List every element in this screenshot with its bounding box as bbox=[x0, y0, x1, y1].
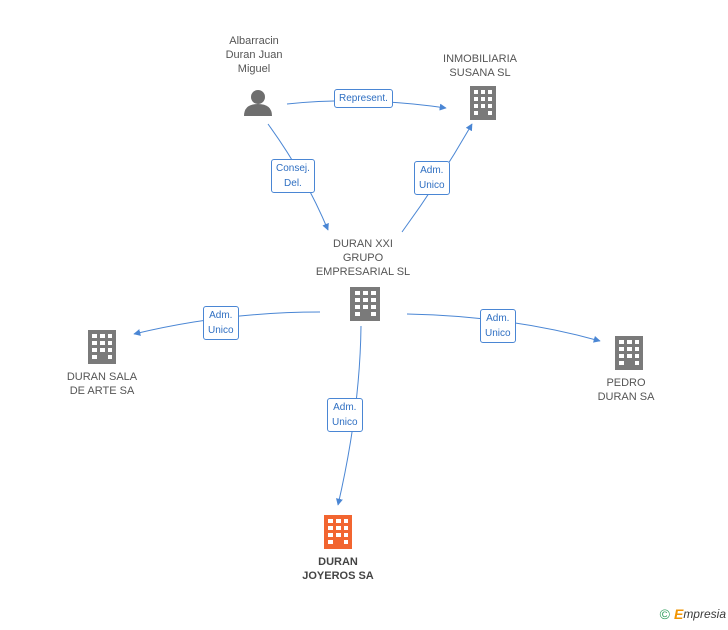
footer-brand[interactable]: © E mpresia bbox=[660, 606, 726, 622]
building-icon[interactable] bbox=[615, 336, 643, 370]
edge-label-adm-pedro: Adm. Unico bbox=[480, 309, 516, 343]
edge-label-adm-sala: Adm. Unico bbox=[203, 306, 239, 340]
copyright-icon: © bbox=[659, 606, 670, 622]
node-label-pedro[interactable]: PEDRO DURAN SA bbox=[597, 377, 655, 403]
building-icon[interactable] bbox=[88, 330, 116, 364]
node-label-inmobiliaria[interactable]: INMOBILIARIA SUSANA SL bbox=[443, 53, 517, 79]
node-label-grupo[interactable]: DURAN XXI GRUPO EMPRESARIAL SL bbox=[315, 238, 411, 278]
node-label-person[interactable]: Albarracin Duran Juan Miguel bbox=[225, 35, 283, 75]
building-icon[interactable] bbox=[470, 86, 496, 120]
edge-label-consej: Consej. Del. bbox=[271, 159, 315, 193]
building-icon-focus[interactable] bbox=[324, 515, 352, 549]
node-label-joyeros[interactable]: DURAN JOYEROS SA bbox=[302, 556, 374, 582]
brand-initial: E bbox=[673, 606, 684, 622]
building-icon[interactable] bbox=[350, 287, 380, 321]
edge-label-adm-joyeros: Adm. Unico bbox=[327, 398, 363, 432]
node-label-sala[interactable]: DURAN SALA DE ARTE SA bbox=[66, 371, 138, 397]
brand-name: mpresia bbox=[683, 607, 726, 621]
edge-label-represent: Represent. bbox=[334, 89, 393, 108]
edge-label-adm-inmob: Adm. Unico bbox=[414, 161, 450, 195]
person-icon[interactable] bbox=[244, 90, 272, 116]
